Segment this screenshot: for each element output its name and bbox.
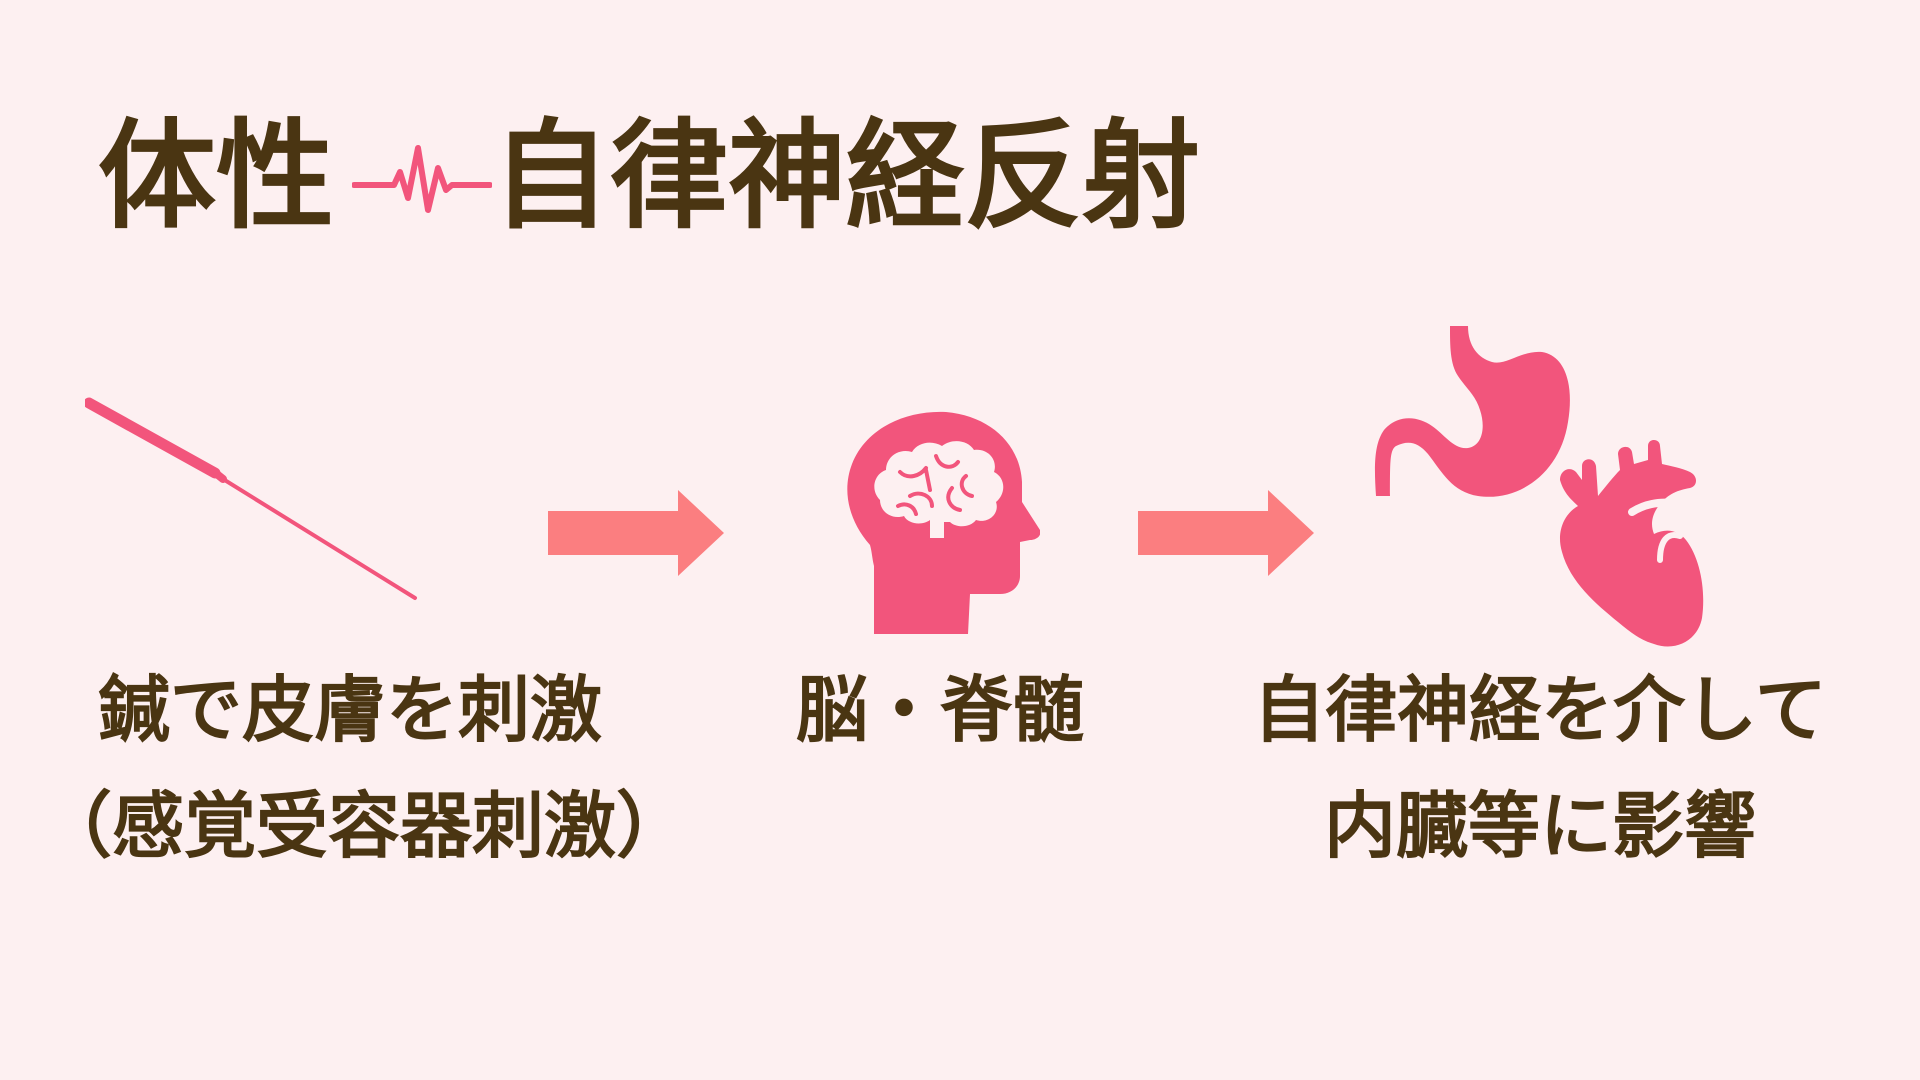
- step-label-brain-spinal-cord: 脳・脊髄: [740, 652, 1140, 768]
- arrow-right-icon: [1138, 490, 1314, 576]
- acupuncture-needle-icon: [85, 397, 417, 600]
- step-label-stimulus: 鍼で皮膚を刺激 （感覚受容器刺激）: [40, 652, 689, 884]
- step-label-line: 内臓等に影響: [1323, 784, 1756, 868]
- stomach-icon: [1374, 326, 1570, 497]
- step-label-organ-effect: 自律神経を介して 内臓等に影響: [1220, 652, 1860, 884]
- step-label-line: 鍼で皮膚を刺激: [97, 668, 602, 752]
- title-left: 体性: [98, 107, 335, 245]
- heart-icon: [1559, 440, 1704, 647]
- heartbeat-wave-icon: [352, 145, 492, 213]
- step-label-line: （感覚受容器刺激）: [40, 784, 689, 868]
- title-right: 自律神経反射: [492, 107, 1201, 245]
- step-label-line: 自律神経を介して: [1253, 668, 1827, 752]
- step-label-line: 脳・脊髄: [795, 668, 1084, 752]
- brain-head-icon: [847, 411, 1040, 634]
- arrow-right-icon: [548, 490, 724, 576]
